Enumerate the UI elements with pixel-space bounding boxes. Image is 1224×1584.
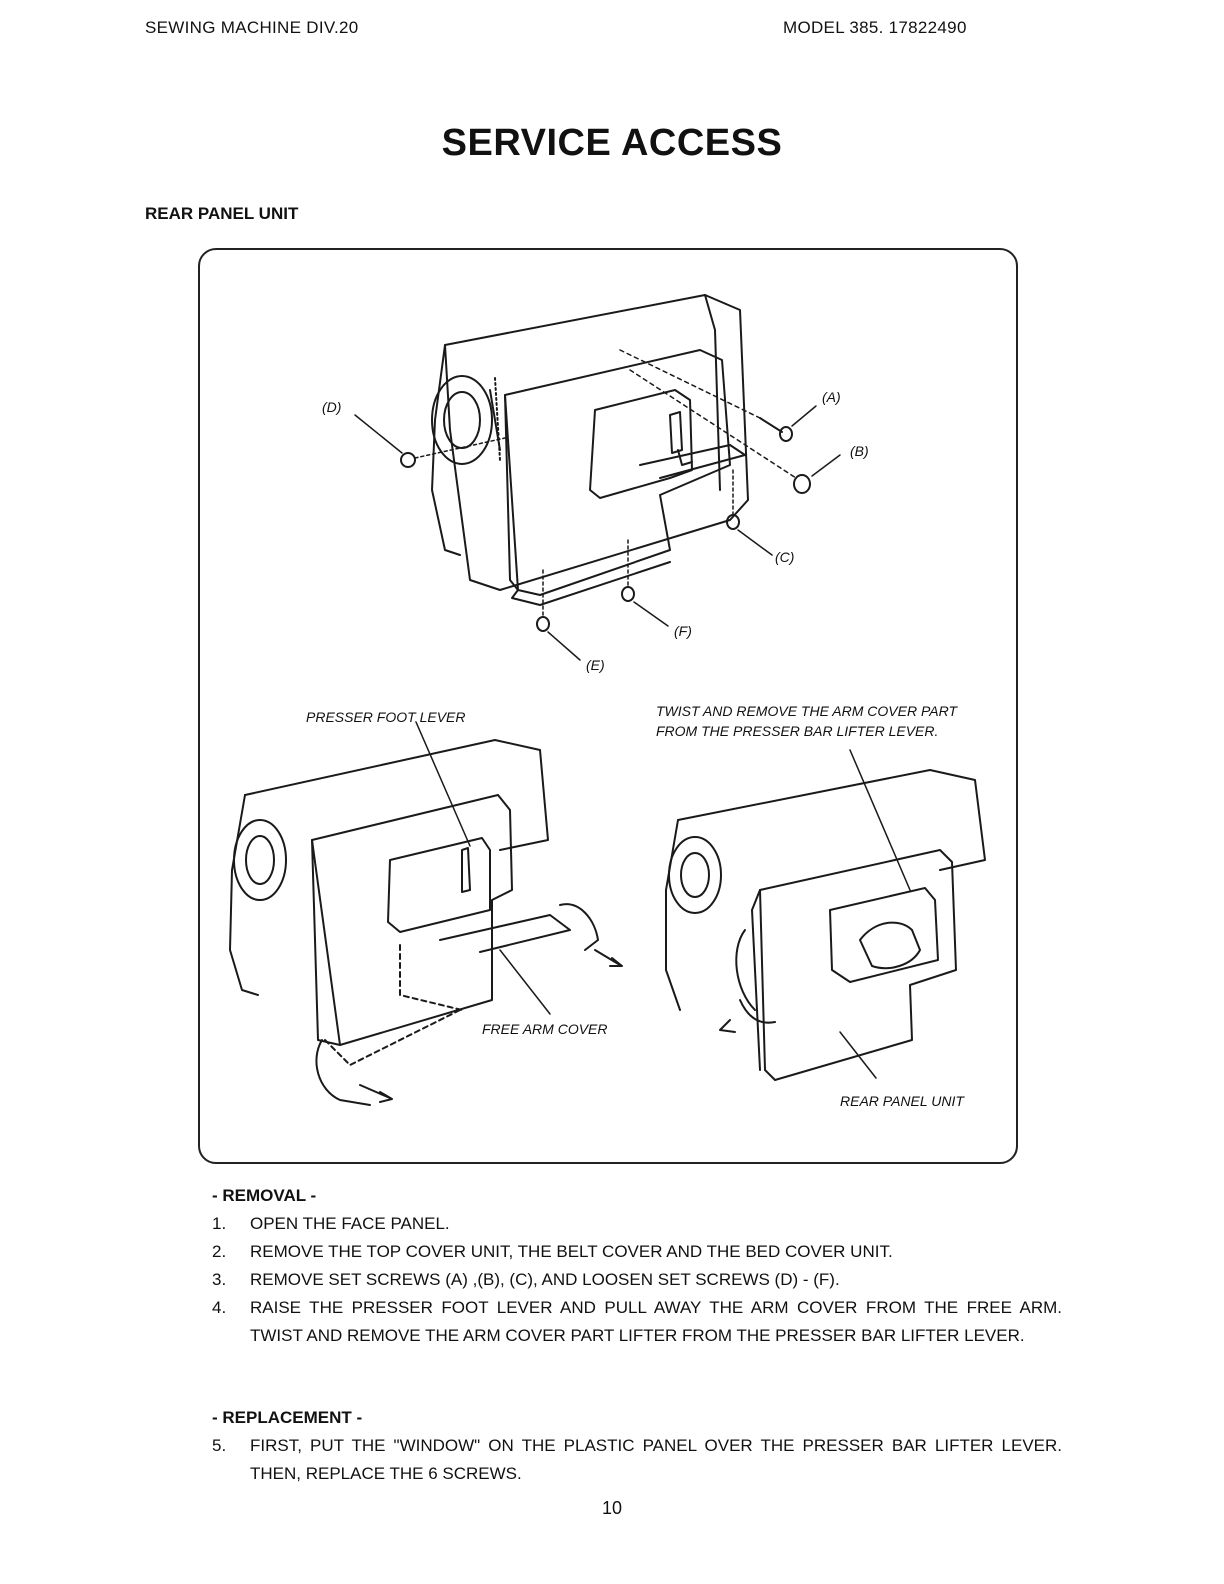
page-number: 10 — [601, 1498, 623, 1518]
step-text: REMOVE SET SCREWS (A) ,(B), (C), AND LOO… — [250, 1270, 840, 1289]
callout-presser-foot-lever: PRESSER FOOT LEVER — [306, 709, 465, 725]
step-text: REMOVE THE TOP COVER UNIT, THE BELT COVE… — [250, 1242, 893, 1261]
handwheel-inner — [680, 852, 710, 898]
screw-b — [629, 369, 841, 494]
step-number: 4. — [212, 1298, 227, 1317]
callout-e: (E) — [586, 657, 605, 673]
removal-instructions: - REMOVAL - 1. OPEN THE FACE PANEL. 2. R… — [212, 1182, 1062, 1350]
step-text: FIRST, PUT THE "WINDOW" ON THE PLASTIC P… — [250, 1436, 1062, 1483]
callout-free-arm-cover: FREE ARM COVER — [482, 1021, 608, 1037]
figure-frame: (A) (B) (C) (D) (E) (F) — [198, 248, 1018, 1164]
callout-twist-line-2: FROM THE PRESSER BAR LIFTER LEVER. — [656, 723, 938, 739]
page-title: SERVICE ACCESS — [441, 122, 783, 164]
handwheel-outer — [431, 375, 493, 465]
screw-d — [354, 414, 506, 468]
list-item: 3. REMOVE SET SCREWS (A) ,(B), (C), AND … — [212, 1266, 1062, 1294]
handwheel-outer — [233, 819, 287, 901]
screw-c — [726, 469, 773, 556]
callout-c: (C) — [775, 549, 794, 565]
top-machine-drawing — [354, 294, 841, 661]
step-number: 5. — [212, 1436, 227, 1455]
screw-e — [536, 569, 581, 661]
step-number: 3. — [212, 1270, 227, 1289]
rear-panel-illustration: (A) (B) (C) (D) (E) (F) — [229, 294, 986, 1109]
step-number: 2. — [212, 1242, 227, 1261]
step-text: OPEN THE FACE PANEL. — [250, 1214, 450, 1233]
screw-a — [619, 349, 817, 442]
callout-f: (F) — [674, 623, 692, 639]
list-item: 1. OPEN THE FACE PANEL. — [212, 1210, 1062, 1238]
callout-a: (A) — [822, 389, 841, 405]
step-number: 1. — [212, 1214, 227, 1233]
removal-heading: - REMOVAL - — [212, 1186, 317, 1205]
bottom-left-machine-drawing — [229, 721, 623, 1106]
list-item: 5. FIRST, PUT THE "WINDOW" ON THE PLASTI… — [212, 1432, 1062, 1488]
screw-f — [621, 539, 669, 627]
replacement-heading: - REPLACEMENT - — [212, 1408, 363, 1427]
step-text: RAISE THE PRESSER FOOT LEVER AND PULL AW… — [250, 1298, 1062, 1345]
callout-twist-line-1: TWIST AND REMOVE THE ARM COVER PART — [656, 703, 958, 719]
bottom-right-machine-drawing — [665, 749, 986, 1081]
callout-rear-panel-unit: REAR PANEL UNIT — [840, 1093, 965, 1109]
header-section-title: SEWING MACHINE DIV.20 — [145, 18, 359, 37]
handwheel-outer — [668, 836, 722, 914]
list-item: 2. REMOVE THE TOP COVER UNIT, THE BELT C… — [212, 1238, 1062, 1266]
handwheel-inner — [245, 835, 275, 885]
section-label: REAR PANEL UNIT — [145, 204, 299, 223]
replacement-instructions: - REPLACEMENT - 5. FIRST, PUT THE "WINDO… — [212, 1404, 1062, 1488]
list-item: 4. RAISE THE PRESSER FOOT LEVER AND PULL… — [212, 1294, 1062, 1350]
callout-d: (D) — [322, 399, 341, 415]
callout-b: (B) — [850, 443, 869, 459]
header-model-number: MODEL 385. 17822490 — [783, 18, 967, 37]
